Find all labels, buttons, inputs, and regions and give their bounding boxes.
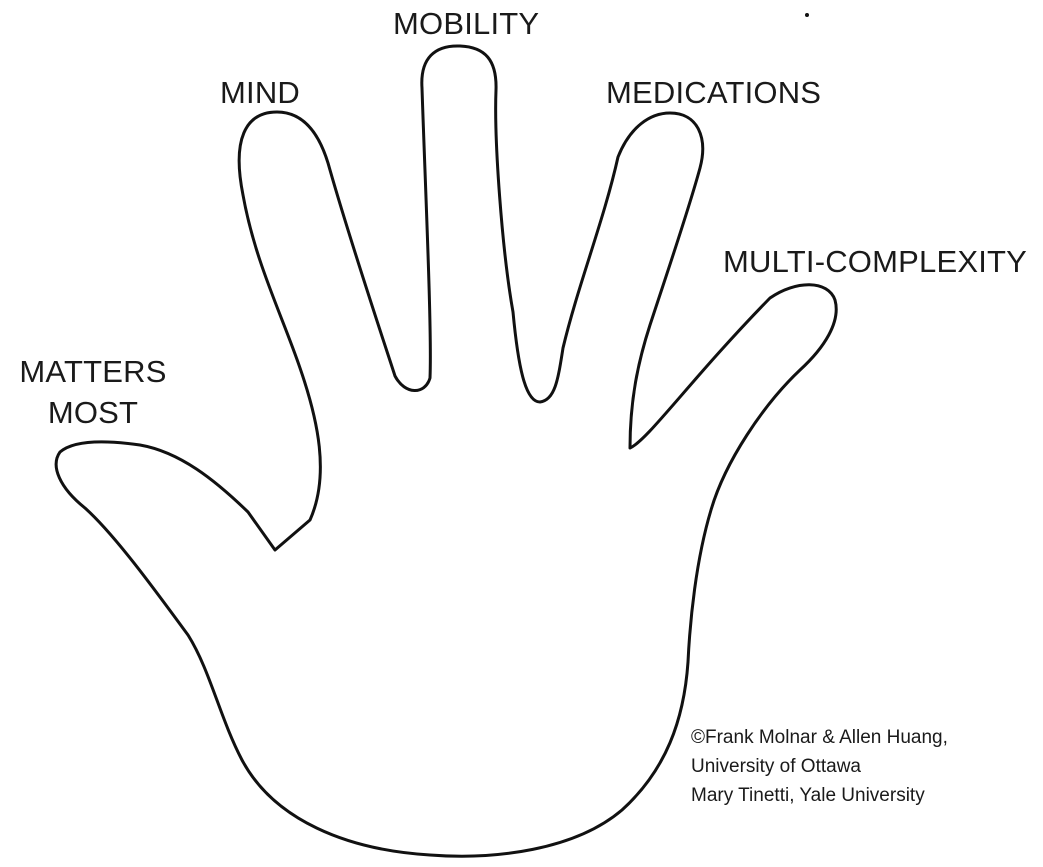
finger-label-multi-complexity: MULTI-COMPLEXITY <box>723 241 1027 282</box>
speck-mark <box>805 13 809 17</box>
finger-label-mind: MIND <box>220 72 300 113</box>
finger-label-matters-most: MATTERS MOST <box>18 351 168 433</box>
credits-line-1: ©Frank Molnar & Allen Huang, <box>691 723 948 752</box>
finger-label-medications: MEDICATIONS <box>606 72 821 113</box>
finger-label-mobility: MOBILITY <box>393 3 539 44</box>
credits-block: ©Frank Molnar & Allen Huang, University … <box>691 723 948 810</box>
matters-most-line1: MATTERS <box>18 351 168 392</box>
credits-line-2: University of Ottawa <box>691 752 948 781</box>
matters-most-line2: MOST <box>18 392 168 433</box>
credits-line-3: Mary Tinetti, Yale University <box>691 781 948 810</box>
